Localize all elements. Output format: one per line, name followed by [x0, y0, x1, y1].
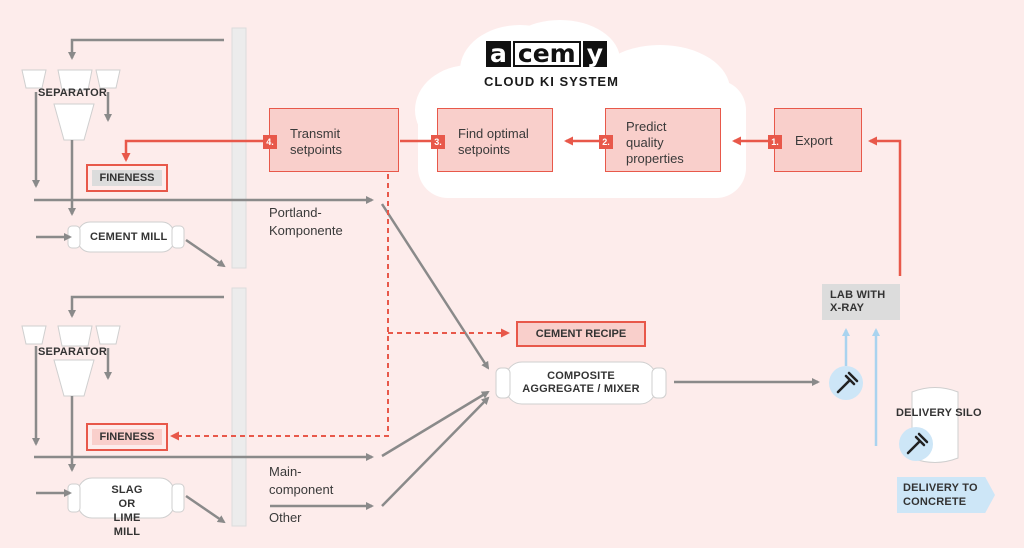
- portland-line: Portland-: [269, 205, 322, 220]
- slag-mill-graphic: [67, 477, 185, 519]
- logo-part-y: y: [582, 41, 607, 67]
- logo-part-a: a: [486, 41, 511, 67]
- delivery-to-concrete-label: DELIVERY TO CONCRETE: [903, 481, 978, 509]
- mixer-graphic: [495, 361, 667, 405]
- delivery-line: DELIVERY TO: [903, 482, 978, 494]
- mixer-line: COMPOSITE: [547, 370, 615, 382]
- mixer-line: AGGREGATE / MIXER: [522, 383, 640, 395]
- step-label: Export: [795, 133, 833, 148]
- other-label: Other: [269, 510, 302, 525]
- separator-bottom-graphic: [21, 325, 121, 397]
- step-label-line: setpoints: [290, 142, 343, 157]
- cement-mill-label: CEMENT MILL: [90, 231, 168, 243]
- separator-top-label: SEPARATOR: [38, 87, 108, 99]
- step-label-line: properties: [626, 151, 684, 166]
- delivery-line: CONCRETE: [903, 496, 967, 508]
- lab-xray: LAB WITH X-RAY: [822, 284, 900, 320]
- step-transmit: 4. Transmit setpoints: [263, 108, 399, 172]
- step-label-line: Predict: [626, 119, 667, 134]
- cement-mill-graphic: [67, 221, 185, 253]
- portland-line: Komponente: [269, 223, 343, 238]
- main-component-label: Main- component: [269, 463, 333, 499]
- separator-top-graphic: [21, 69, 121, 141]
- portland-label: Portland- Komponente: [269, 204, 343, 240]
- step-number: 3.: [431, 135, 445, 149]
- step-label: Predict quality properties: [626, 119, 684, 167]
- separator-bottom-label: SEPARATOR: [38, 346, 108, 358]
- delivery-silo-label: DELIVERY SILO: [896, 407, 982, 419]
- delivery-to-concrete: [897, 477, 995, 513]
- slag-mill-line: LIME MILL: [113, 512, 141, 538]
- cloud-title: CLOUD KI SYSTEM: [484, 74, 619, 89]
- mixer-label: COMPOSITE AGGREGATE / MIXER: [516, 370, 646, 396]
- step-number: 2.: [599, 135, 613, 149]
- lab-line: LAB WITH: [830, 289, 886, 301]
- step-number: 1.: [768, 135, 782, 149]
- fineness-bottom: FINENESS: [86, 423, 168, 451]
- step-predict: 2. Predict quality properties: [599, 108, 721, 172]
- pipette-icon: [829, 366, 863, 400]
- lab-line: X-RAY: [830, 302, 865, 314]
- step-label-line: Find optimal: [458, 126, 529, 141]
- slag-mill-label: SLAG OR LIME MILL: [102, 483, 152, 539]
- step-export: 1. Export: [768, 108, 862, 172]
- pipette-icon: [899, 427, 933, 461]
- fineness-top: FINENESS: [86, 164, 168, 192]
- acemy-logo: a cem y: [486, 40, 607, 68]
- step-find-optimal: 3. Find optimal setpoints: [431, 108, 553, 172]
- chute-top: [231, 27, 247, 269]
- step-number: 4.: [263, 135, 277, 149]
- main-component-line: Main-: [269, 464, 302, 479]
- logo-part-cem: cem: [512, 41, 581, 67]
- step-label-line: quality: [626, 135, 664, 150]
- fineness-bottom-label: FINENESS: [92, 429, 162, 445]
- chute-bottom: [231, 287, 247, 527]
- step-label-line: Transmit: [290, 126, 341, 141]
- main-component-line: component: [269, 482, 334, 497]
- fineness-top-label: FINENESS: [92, 170, 162, 186]
- cement-recipe: CEMENT RECIPE: [516, 321, 646, 347]
- step-label: Find optimal setpoints: [458, 126, 529, 158]
- step-label: Transmit setpoints: [290, 126, 342, 158]
- step-label-line: setpoints: [458, 142, 511, 157]
- slag-mill-line: SLAG OR: [111, 484, 143, 510]
